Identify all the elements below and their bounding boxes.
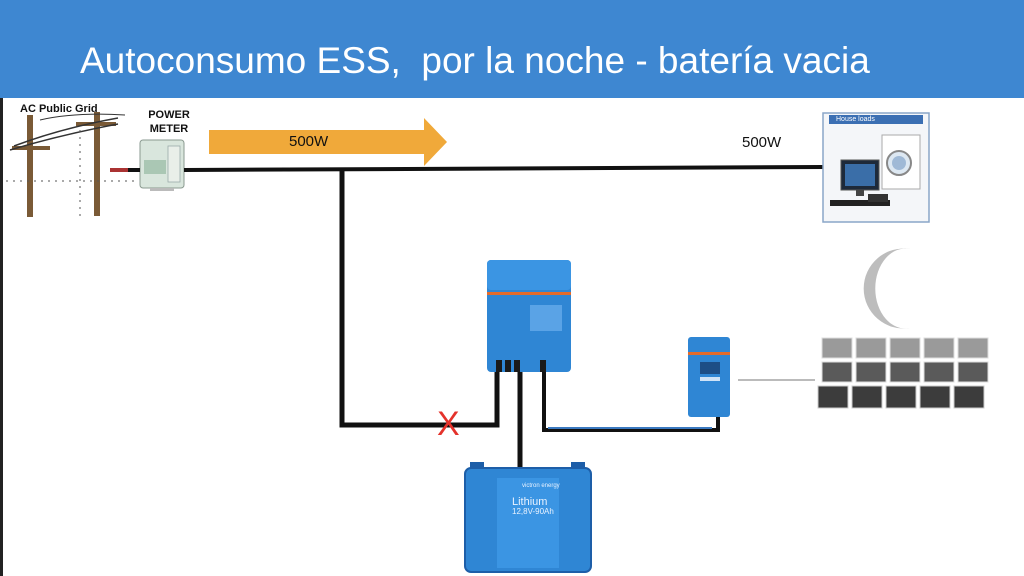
- battery-spec: 12,8V-90Ah: [512, 507, 554, 516]
- slide-header: [0, 0, 1024, 98]
- flow-arrow-label: 500W: [289, 133, 329, 150]
- solar-panel: [957, 361, 989, 383]
- solar-panel-array-icon: [817, 337, 989, 409]
- power-flow-arrow: [209, 118, 447, 166]
- grid-label: AC Public Grid: [20, 103, 98, 115]
- solar-panel: [821, 361, 853, 383]
- meter-label-line1: POWER: [148, 109, 190, 121]
- slide-title: Autoconsumo ESS, por la noche - batería …: [80, 40, 870, 81]
- meter-label-line2: METER: [149, 123, 189, 135]
- mppt-charge-controller-icon: [688, 337, 730, 417]
- battery-label: Lithium 12,8V-90Ah: [512, 497, 554, 517]
- solar-panel: [889, 361, 921, 383]
- solar-panel: [855, 361, 887, 383]
- house-power-label: 500W: [742, 134, 782, 151]
- blocked-flow-mark: X: [437, 405, 460, 443]
- solar-panel: [855, 337, 887, 359]
- solar-panel: [885, 385, 917, 409]
- meter-label: POWER METER: [147, 108, 191, 136]
- slide-left-border: [0, 98, 3, 576]
- solar-panel: [821, 337, 853, 359]
- solar-panel: [851, 385, 883, 409]
- solar-panel: [889, 337, 921, 359]
- solar-panel: [817, 385, 849, 409]
- battery-brand: victron energy: [522, 483, 560, 489]
- solar-panel: [953, 385, 985, 409]
- battery-name: Lithium: [512, 496, 548, 508]
- solar-panel: [919, 385, 951, 409]
- ac-wiring: [110, 165, 824, 468]
- house-loads-label: House loads: [836, 116, 875, 123]
- solar-panel: [923, 361, 955, 383]
- energy-meter-icon: [139, 139, 185, 191]
- solar-panel: [957, 337, 989, 359]
- crescent-moon-icon: [863, 248, 910, 329]
- lithium-battery-icon: [464, 462, 592, 573]
- house-loads-icon: [822, 112, 930, 223]
- solar-panel: [923, 337, 955, 359]
- power-pole-icon: [6, 112, 136, 217]
- inverter-charger-icon: [487, 260, 571, 372]
